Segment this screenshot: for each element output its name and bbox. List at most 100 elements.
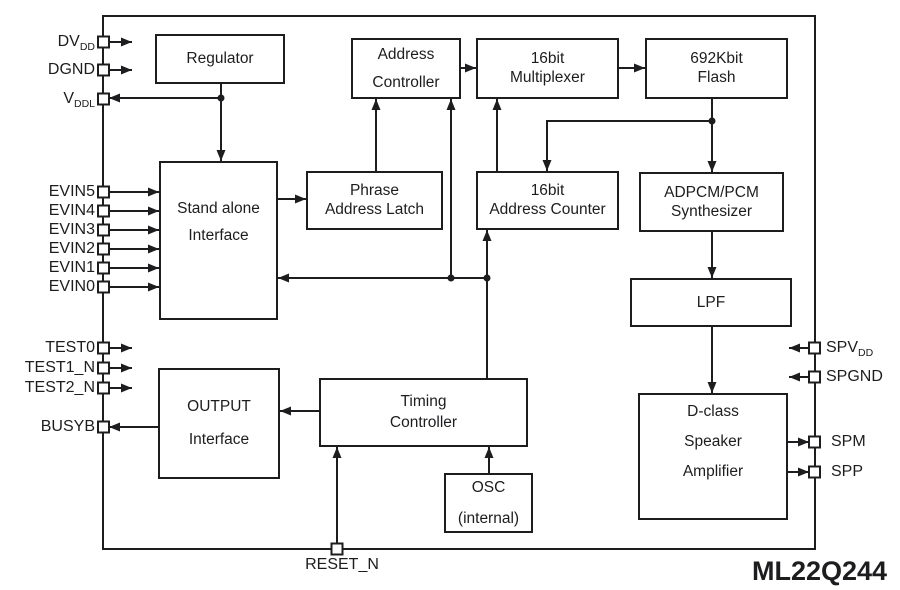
- pin-square-evin4: [97, 204, 110, 218]
- pin-square-busyb: [97, 420, 110, 434]
- block-16bit-multiplexer-line1: 16bit: [530, 50, 565, 67]
- block-16bit-address-counter-line2: Address Counter: [489, 201, 606, 218]
- pin-square-test1-n: [97, 361, 110, 375]
- block-standalone-interface-line1: Stand alone: [177, 200, 260, 217]
- pin-label-spm-text: SPM: [831, 433, 866, 450]
- pin-label-test2-n: TEST2_N: [0, 379, 95, 397]
- block-regulator-label: Regulator: [186, 50, 254, 67]
- pin-square-evin0: [97, 280, 110, 294]
- pin-label-spgnd-text: SPGND: [826, 368, 883, 385]
- pin-square-spvdd: [808, 341, 821, 355]
- pin-label-busyb-text: BUSYB: [40, 418, 95, 435]
- block-standalone-interface: Stand alone Interface: [159, 161, 278, 320]
- block-standalone-interface-line2: Interface: [188, 227, 249, 244]
- block-adpcm-pcm-synthesizer: ADPCM/PCM Synthesizer: [639, 172, 784, 232]
- pin-label-evin0: EVIN0: [0, 278, 95, 296]
- pin-label-dvdd-text: DV: [57, 33, 80, 50]
- pin-label-vddl-text: V: [63, 90, 74, 107]
- block-osc-internal-line2: (internal): [457, 509, 520, 527]
- pin-label-vddl-sub: DDL: [73, 98, 95, 111]
- chip-part-number: ML22Q244: [752, 556, 888, 586]
- pin-label-reset-n-text: RESET_N: [305, 556, 379, 573]
- pin-label-evin4-text: EVIN4: [48, 202, 95, 219]
- conn-flash-to-synthesizer-and-counter: [542, 99, 717, 172]
- block-16bit-address-counter: 16bit Address Counter: [476, 171, 619, 230]
- pin-label-test0-text: TEST0: [45, 339, 95, 356]
- block-timing-controller-line1: Timing: [400, 393, 447, 410]
- pin-square-vddl: [97, 92, 110, 106]
- pin-label-spvdd: SPVDD: [826, 339, 874, 360]
- pin-square-dgnd: [97, 63, 110, 77]
- block-dclass-speaker-amplifier-line2: Speaker: [684, 432, 742, 450]
- block-dclass-speaker-amplifier-line3: Amplifier: [682, 462, 744, 480]
- block-dclass-speaker-amplifier-line1: D-class: [687, 402, 739, 420]
- pin-label-evin2: EVIN2: [0, 240, 95, 258]
- pin-square-spgnd: [808, 370, 821, 384]
- block-output-interface-line2: Interface: [188, 431, 250, 448]
- pin-label-dvdd-sub: DD: [79, 41, 95, 54]
- pin-label-spvdd-sub: DD: [858, 347, 874, 360]
- pin-label-spvdd-text: SPV: [826, 339, 859, 356]
- pin-square-spp: [808, 465, 821, 479]
- pin-label-test1-n: TEST1_N: [0, 359, 95, 377]
- block-phrase-address-latch-line2: Address Latch: [324, 201, 425, 218]
- pin-square-spm: [808, 435, 821, 449]
- conn-internal-bus: [278, 99, 492, 378]
- pin-label-evin2-text: EVIN2: [48, 240, 95, 257]
- pin-arrows: [109, 37, 809, 477]
- pin-square-evin2: [97, 242, 110, 256]
- pin-label-vddl: VDDL: [0, 90, 95, 111]
- block-dclass-speaker-amplifier: D-class Speaker Amplifier: [638, 393, 788, 520]
- pin-label-spm: SPM: [831, 433, 866, 451]
- block-lpf: LPF: [630, 278, 792, 327]
- block-phrase-address-latch: Phrase Address Latch: [306, 171, 443, 230]
- block-phrase-address-latch-line1: Phrase: [349, 182, 400, 199]
- pin-label-dgnd-text: DGND: [47, 61, 95, 78]
- pin-label-evin5: EVIN5: [0, 183, 95, 201]
- block-address-controller-line1: Address: [377, 45, 435, 63]
- block-address-controller: Address Controller: [351, 38, 461, 99]
- conn-regulator-to-standalone: [109, 84, 226, 161]
- pin-square-reset-n: [330, 542, 344, 556]
- pin-label-evin3-text: EVIN3: [48, 221, 95, 238]
- pin-label-dgnd: DGND: [0, 61, 95, 79]
- pin-label-test2-n-text: TEST2_N: [24, 379, 95, 396]
- block-regulator: Regulator: [155, 34, 285, 84]
- block-16bit-address-counter-line1: 16bit: [530, 182, 565, 199]
- block-osc-internal: OSC (internal): [444, 473, 533, 533]
- pin-label-evin4: EVIN4: [0, 202, 95, 220]
- pin-label-spp: SPP: [831, 463, 863, 481]
- block-692kbit-flash-line2: Flash: [697, 69, 736, 86]
- pin-square-evin1: [97, 261, 110, 275]
- block-timing-controller-line2: Controller: [389, 414, 458, 431]
- block-adpcm-pcm-synthesizer-line1: ADPCM/PCM: [664, 183, 759, 201]
- block-692kbit-flash: 692Kbit Flash: [645, 38, 788, 99]
- block-output-interface: OUTPUT Interface: [158, 368, 280, 479]
- block-lpf-label: LPF: [696, 293, 726, 311]
- pin-squares: [97, 35, 821, 556]
- pin-label-dvdd: DVDD: [0, 33, 95, 54]
- pin-square-test0: [97, 341, 110, 355]
- pin-label-evin5-text: EVIN5: [48, 183, 95, 200]
- pin-label-evin1-text: EVIN1: [48, 259, 95, 276]
- pin-label-evin1: EVIN1: [0, 259, 95, 277]
- block-16bit-multiplexer-line2: Multiplexer: [510, 69, 585, 86]
- block-timing-controller: Timing Controller: [319, 378, 528, 447]
- pin-square-evin3: [97, 223, 110, 237]
- block-adpcm-pcm-synthesizer-line2: Synthesizer: [671, 202, 752, 220]
- block-692kbit-flash-line1: 692Kbit: [690, 50, 743, 67]
- pin-label-test0: TEST0: [0, 339, 95, 357]
- block-output-interface-line1: OUTPUT: [187, 398, 251, 415]
- pin-label-spgnd: SPGND: [826, 368, 883, 386]
- block-osc-internal-line1: OSC: [471, 478, 506, 496]
- pin-square-test2-n: [97, 381, 110, 395]
- pin-label-evin3: EVIN3: [0, 221, 95, 239]
- block-16bit-multiplexer: 16bit Multiplexer: [476, 38, 619, 99]
- pin-label-reset-n: RESET_N: [287, 556, 397, 574]
- pin-label-test1-n-text: TEST1_N: [24, 359, 95, 376]
- pin-label-evin0-text: EVIN0: [48, 278, 95, 295]
- pin-square-evin5: [97, 185, 110, 199]
- pin-square-dvdd: [97, 35, 110, 49]
